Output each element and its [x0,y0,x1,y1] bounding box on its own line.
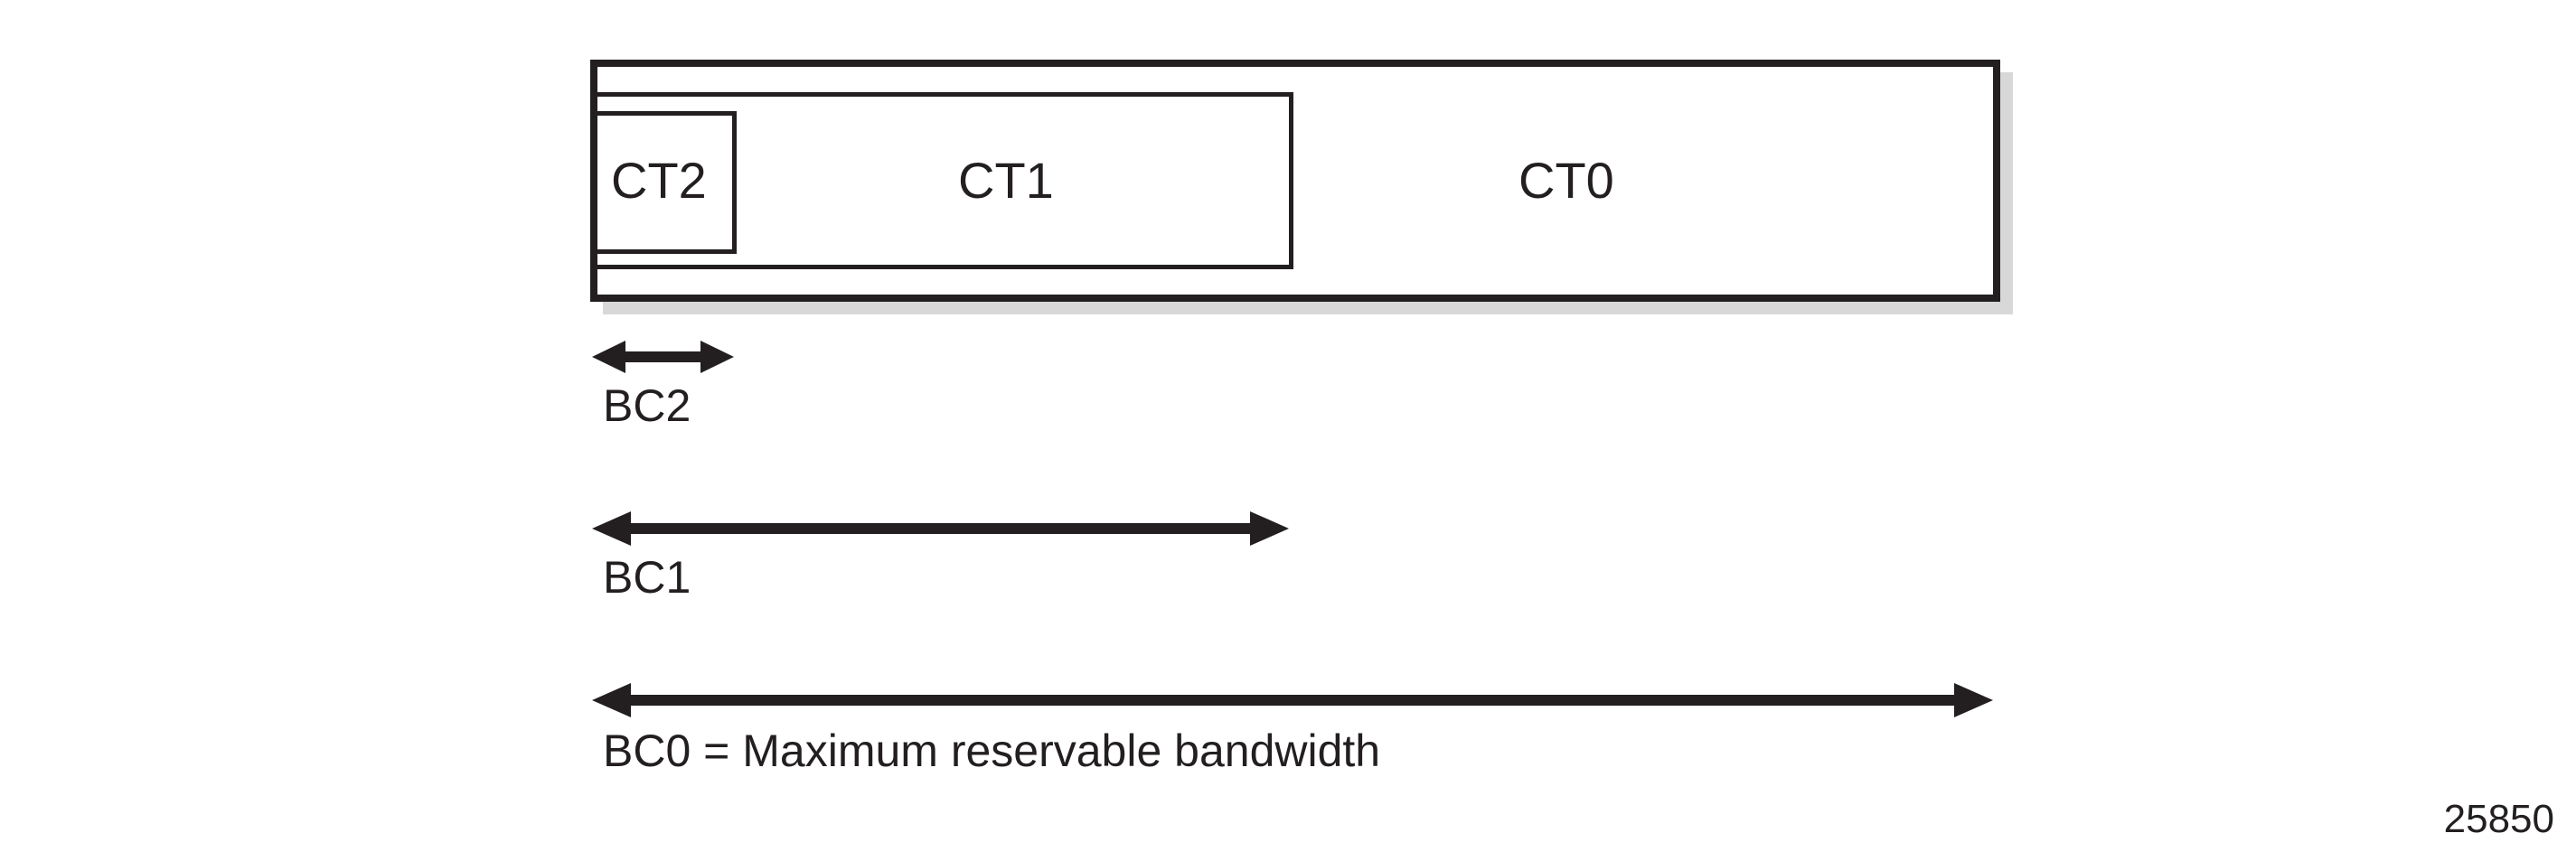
ct1-label: CT1 [958,152,1054,209]
bc1-arrow [588,508,1311,549]
bc1-label: BC1 [603,552,691,603]
bc2-label: BC2 [603,380,691,431]
bc2-arrow [588,336,750,378]
ct2-box [593,111,737,254]
bc0-arrow [588,679,2016,721]
bc2-double-arrow-icon [592,341,734,373]
bc1-double-arrow-icon [592,511,1289,546]
figure-number: 25850 [2443,797,2554,841]
ct0-label: CT0 [1518,152,1614,209]
bc0-label: BC0 = Maximum reservable bandwidth [603,726,1381,776]
bc0-double-arrow-icon [592,683,1993,717]
ct2-label: CT2 [611,152,707,209]
